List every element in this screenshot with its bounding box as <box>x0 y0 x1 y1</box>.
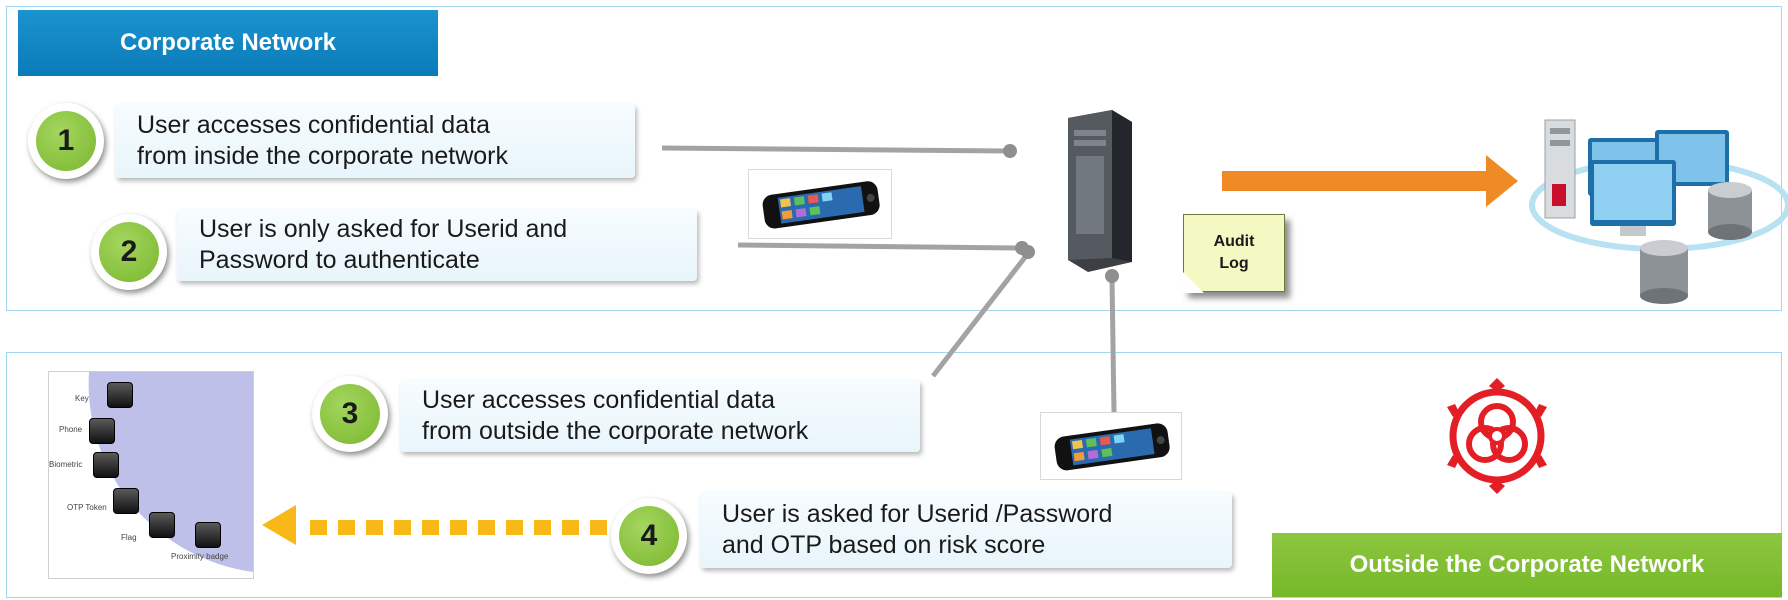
key-icon <box>107 382 133 408</box>
smartphone-image-bottom <box>1040 412 1182 480</box>
biohazard-icon <box>1447 378 1547 494</box>
connector-dot-1 <box>1003 144 1017 158</box>
connector-line-1 <box>661 145 1009 154</box>
connector-line-2 <box>737 242 1021 251</box>
step-3-line-1: User accesses confidential data <box>422 386 775 414</box>
connector-line-3 <box>931 254 1028 378</box>
server-tower-icon <box>1068 110 1132 272</box>
step-3-callout: User accesses confidential data from out… <box>400 380 920 452</box>
audit-log-line-1: Audit <box>1213 233 1255 250</box>
auth-factor-label-key: Key <box>75 394 89 403</box>
yellow-dashed-arrow <box>262 505 607 545</box>
step-1-line-1: User accesses confidential data <box>137 111 490 139</box>
corporate-network-title: Corporate Network <box>119 29 337 56</box>
step-3-number: 3 <box>320 384 380 444</box>
smartphone-icon <box>1054 423 1170 471</box>
step-2-number-badge: 2 <box>91 214 167 290</box>
phone-icon <box>89 418 115 444</box>
step-1-number: 1 <box>36 111 96 171</box>
database-icon <box>1640 182 1752 304</box>
auth-factor-label-flag: Flag <box>121 533 137 542</box>
step-2-number: 2 <box>99 222 159 282</box>
authentication-factors-image: Key Phone Biometric OTP Token Flag Proxi… <box>48 371 254 579</box>
audit-log-icon: Audit Log <box>1182 214 1285 293</box>
step-4-line-2: and OTP based on risk score <box>722 531 1046 559</box>
step-1-number-badge: 1 <box>28 103 104 179</box>
network-computers-icon <box>1529 119 1788 252</box>
fingerprint-icon <box>93 452 119 478</box>
auth-factor-label-proximity-badge: Proximity badge <box>171 552 229 561</box>
step-2-callout: User is only asked for Userid and Passwo… <box>177 209 697 281</box>
auth-factor-label-biometric: Biometric <box>49 460 83 469</box>
audit-log-line-2: Log <box>1219 255 1249 272</box>
step-2-line-1: User is only asked for Userid and <box>199 215 568 243</box>
connector-dot-4 <box>1105 269 1119 283</box>
step-4-number: 4 <box>619 506 679 566</box>
orange-arrow <box>1222 155 1518 207</box>
flag-icon <box>149 512 175 538</box>
step-4-callout: User is asked for Userid /Password and O… <box>700 492 1232 568</box>
step-3-line-2: from outside the corporate network <box>422 417 809 445</box>
step-3-number-badge: 3 <box>312 376 388 452</box>
outside-network-header: Outside the Corporate Network <box>1272 533 1782 597</box>
connector-dot-3 <box>1021 245 1035 259</box>
step-1-callout: User accesses confidential data from ins… <box>115 104 635 178</box>
step-4-number-badge: 4 <box>611 498 687 574</box>
smartphone-icon <box>762 181 880 229</box>
otp-token-icon <box>113 488 139 514</box>
auth-factor-label-phone: Phone <box>59 425 83 434</box>
corporate-network-header: Corporate Network <box>18 10 438 76</box>
step-2-line-2: Password to authenticate <box>199 246 480 274</box>
proximity-badge-icon <box>195 522 221 548</box>
auth-factor-label-otp-token: OTP Token <box>67 503 107 512</box>
connector-line-4 <box>1109 277 1117 413</box>
outside-network-title: Outside the Corporate Network <box>1349 551 1705 578</box>
step-1-line-2: from inside the corporate network <box>137 142 509 170</box>
audit-log-fold <box>1182 271 1204 293</box>
smartphone-image-top <box>748 169 892 239</box>
step-4-line-1: User is asked for Userid /Password <box>722 500 1113 528</box>
